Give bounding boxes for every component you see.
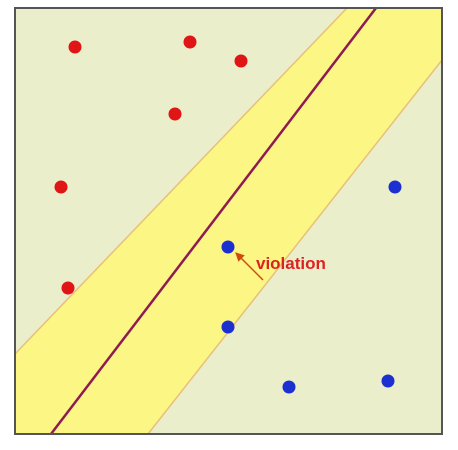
violation-arrow [235, 252, 264, 281]
red-point-2 [183, 35, 197, 49]
blue-point-4 [282, 380, 296, 394]
margin-edge-upper [15, 8, 348, 355]
blue-point-5 [381, 374, 395, 388]
red-point-4 [168, 107, 182, 121]
data-points [54, 35, 402, 394]
blue-point-3 [221, 320, 235, 334]
red-point-6 [61, 281, 75, 295]
margin-edge-lower [147, 59, 442, 434]
margin-band [15, 8, 442, 434]
blue-point-2 [221, 240, 235, 254]
blue-point-1 [388, 180, 402, 194]
violation-label: violation [256, 254, 326, 273]
red-point-1 [68, 40, 82, 54]
red-point-5 [54, 180, 68, 194]
red-point-3 [234, 54, 248, 68]
plot-frame [14, 7, 443, 435]
decision-boundary-line [50, 8, 377, 434]
